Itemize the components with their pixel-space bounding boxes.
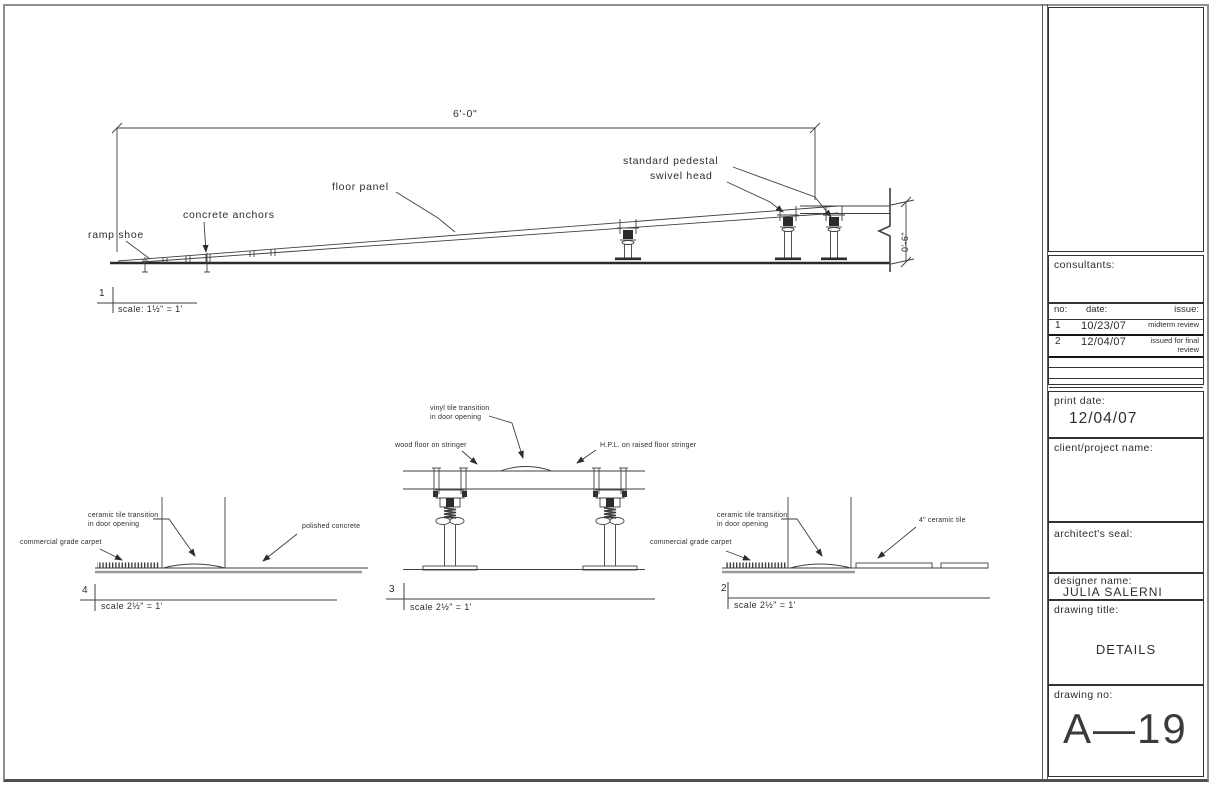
detail2-tile-label: 4" ceramic tile	[919, 517, 966, 524]
architect-seal-box: architect's seal:	[1048, 522, 1204, 573]
rev-date: 12/04/07	[1081, 336, 1127, 348]
drawing-number-box: drawing no: A—19	[1048, 685, 1204, 777]
architect-seal-label: architect's seal:	[1054, 528, 1133, 540]
sheet-border	[3, 4, 1209, 782]
detail3-scale: scale 2½" = 1'	[410, 602, 472, 612]
standard-pedestal-label: standard pedestal	[623, 155, 719, 167]
detail2-ceramic-label: ceramic tile transition in door opening	[717, 512, 788, 529]
detail4-scale: scale 2½" = 1'	[101, 601, 163, 611]
width-dimension-text: 6'-0"	[453, 108, 478, 120]
detail4-concrete-label: polished concrete	[302, 523, 361, 530]
detail3-number: 3	[389, 584, 395, 595]
print-date-box: print date: 12/04/07	[1048, 391, 1204, 438]
rev-empty-row	[1049, 358, 1203, 368]
floor-panel-label: floor panel	[332, 181, 389, 193]
rev-no: 1	[1055, 320, 1061, 331]
client-project-label: client/project name:	[1054, 442, 1154, 454]
ramp-shoe-label: ramp shoe	[88, 229, 144, 241]
detail4-carpet-label: commercial grade carpet	[20, 539, 102, 546]
revision-row: 1 10/23/07 midterm review	[1049, 320, 1203, 336]
detail4-ceramic-label: ceramic tile transition in door opening	[88, 512, 159, 529]
designer-name-label: designer name:	[1054, 575, 1132, 587]
detail3-hpl-label: H.P.L. on raised floor stringer	[600, 442, 697, 449]
rev-empty-row	[1049, 379, 1203, 388]
swivel-head-label: swivel head	[650, 170, 713, 182]
drawing-number-value: A—19	[1063, 705, 1188, 752]
detail4-number: 4	[82, 585, 88, 596]
rev-date-header: date:	[1086, 304, 1108, 315]
titleblock-divider-line-outer	[1042, 4, 1043, 780]
detail2-carpet-label: commercial grade carpet	[650, 539, 732, 546]
drawing-title-label: drawing title:	[1054, 604, 1119, 616]
detail3-wood-label: wood floor on stringer	[395, 442, 467, 449]
drawing-number-label: drawing no:	[1054, 689, 1113, 701]
rev-issue: issued for final review	[1150, 336, 1199, 355]
rev-empty-row	[1049, 368, 1203, 379]
detail3-vinyl-label: vinyl tile transition in door opening	[430, 405, 490, 422]
detail1-number: 1	[99, 288, 105, 299]
detail2-number: 2	[721, 583, 727, 594]
rev-no: 2	[1055, 336, 1061, 347]
rev-issue: midterm review	[1148, 320, 1199, 329]
revision-table-header: no: date: issue:	[1049, 304, 1203, 320]
titleblock-divider-line-inner	[1047, 4, 1048, 780]
detail2-scale: scale 2½" = 1'	[734, 600, 796, 610]
drawing-title-value: DETAILS	[1095, 642, 1157, 657]
rev-no-header: no:	[1054, 304, 1068, 315]
rev-date: 10/23/07	[1081, 320, 1127, 332]
detail1-scale: scale: 1½" = 1'	[118, 304, 183, 314]
revision-row: 2 12/04/07 issued for final review	[1049, 336, 1203, 358]
drawing-title-box: drawing title: DETAILS	[1048, 600, 1204, 685]
print-date-value: 12/04/07	[1069, 410, 1138, 427]
designer-name-value: JULIA SALERNI	[1063, 585, 1163, 599]
consultants-label: consultants:	[1054, 259, 1115, 271]
titleblock-logo-box	[1048, 7, 1204, 252]
concrete-anchors-label: concrete anchors	[183, 209, 275, 221]
rev-issue-header: issue:	[1174, 304, 1199, 315]
titleblock-consultants-box: consultants:	[1048, 255, 1204, 303]
height-dimension-text: 0'-6"	[900, 232, 910, 252]
client-project-box: client/project name:	[1048, 438, 1204, 522]
designer-name-box: designer name: JULIA SALERNI	[1048, 573, 1204, 600]
print-date-label: print date:	[1054, 395, 1106, 407]
revision-table: no: date: issue: 1 10/23/07 midterm revi…	[1048, 303, 1204, 388]
